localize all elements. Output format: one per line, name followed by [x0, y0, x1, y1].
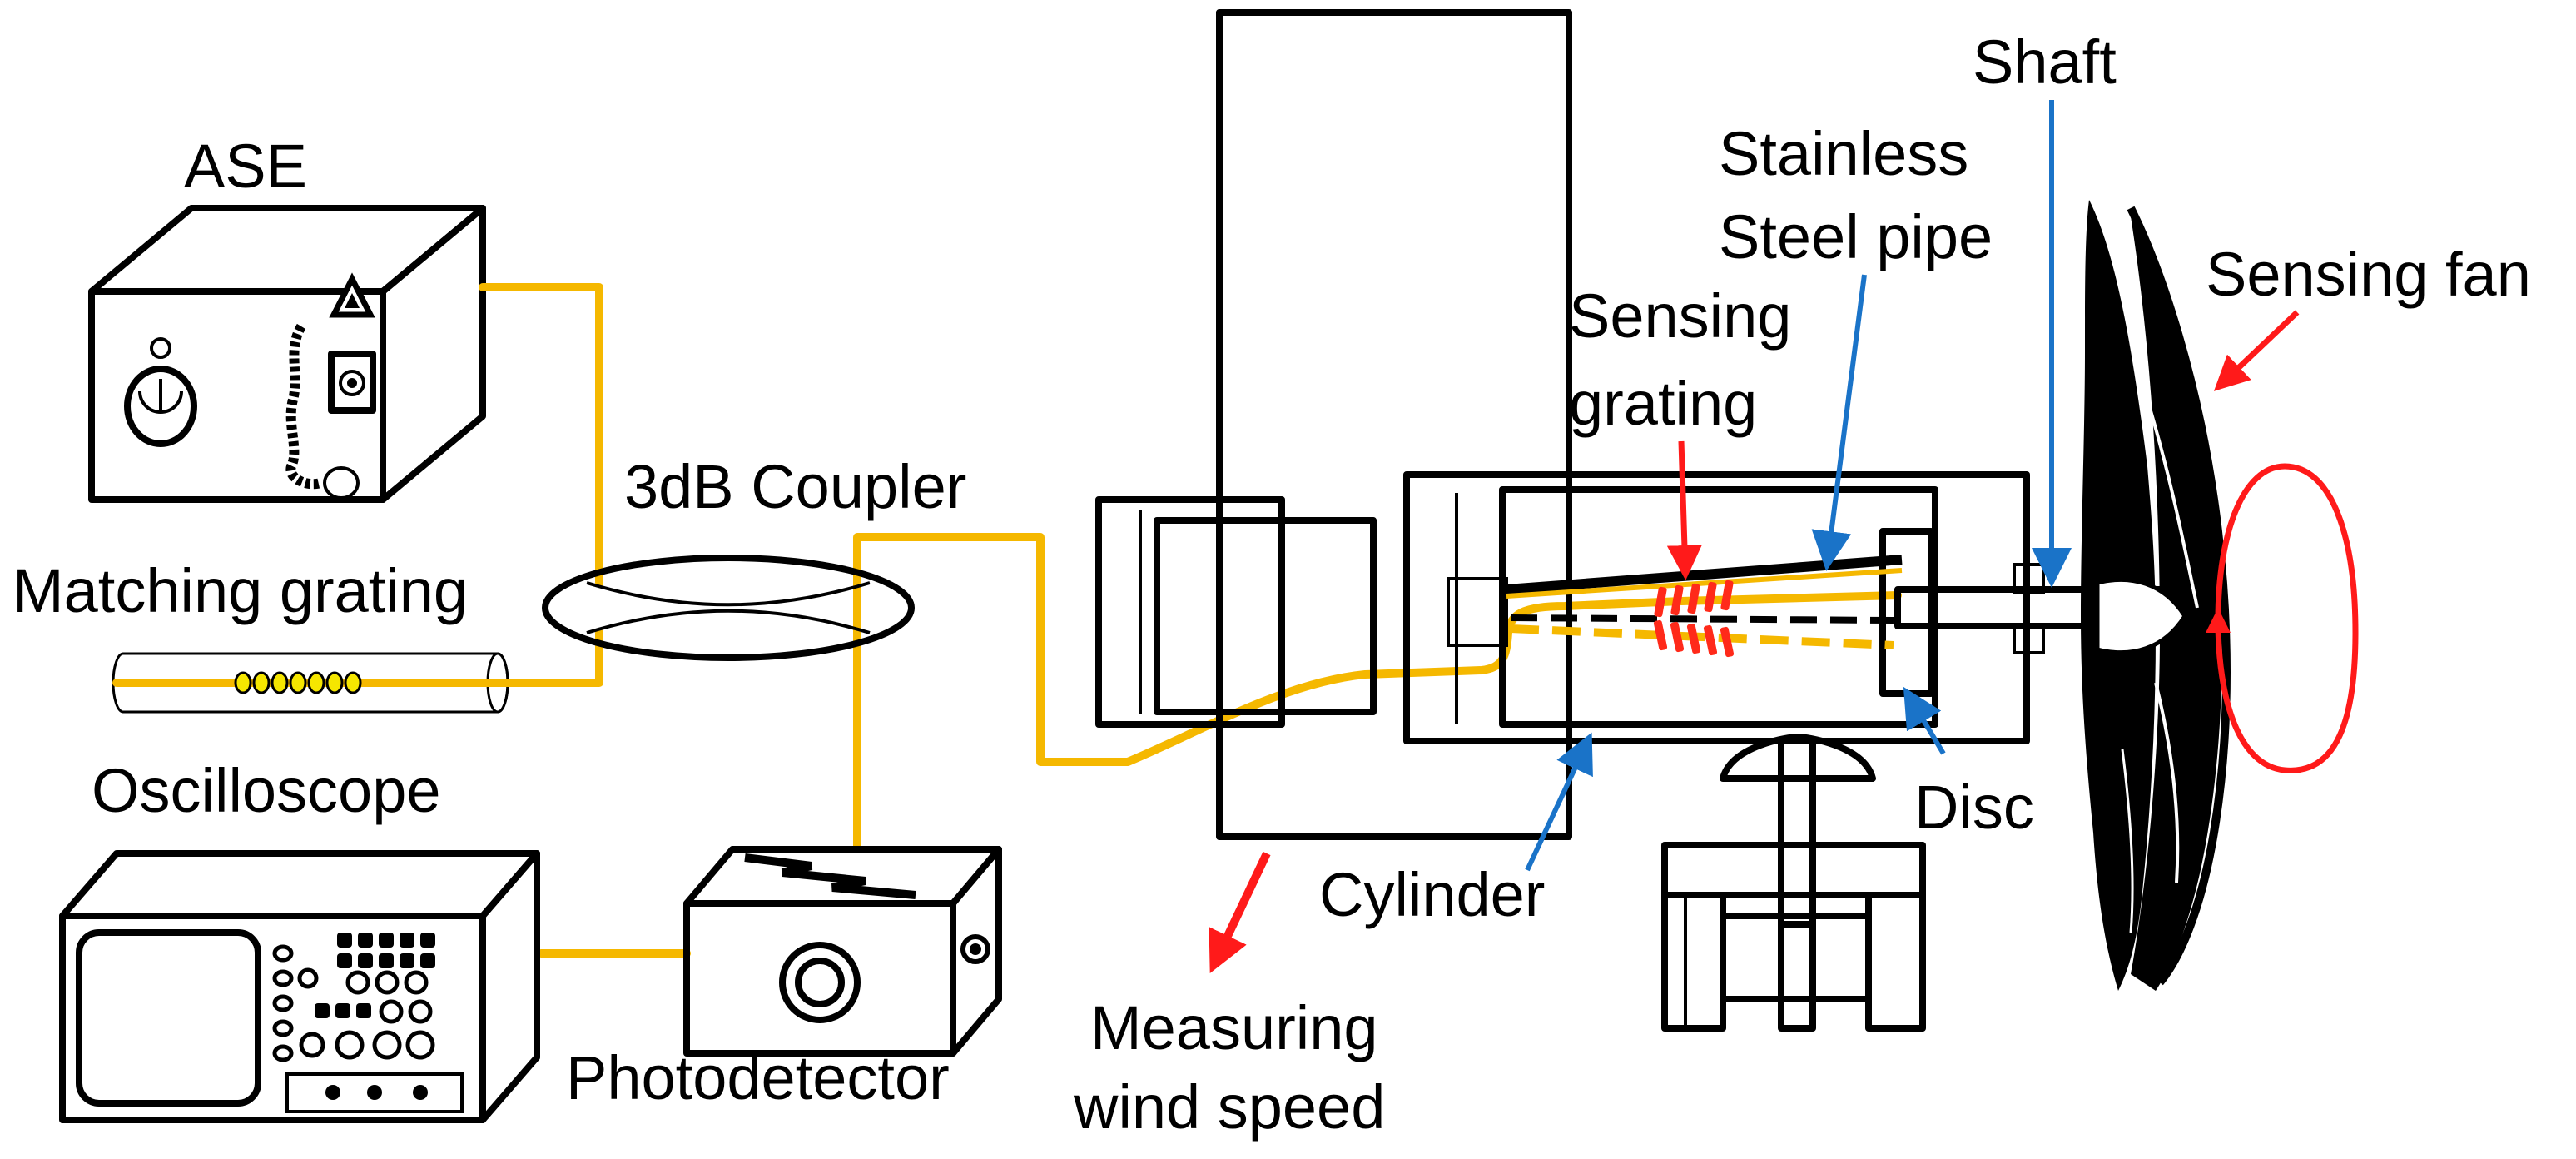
label-ase: ASE: [184, 132, 307, 201]
grating-pointer-arrow: [1666, 440, 1702, 580]
pointer-arrows: [1209, 100, 2300, 974]
label-steel-pipe: Steel pipe: [1719, 202, 1993, 271]
label-grating: grating: [1569, 369, 1757, 438]
label-coupler: 3dB Coupler: [624, 452, 966, 521]
ase-cable-coil: [285, 323, 322, 490]
label-sensing: Sensing: [1569, 281, 1791, 351]
label-stainless: Stainless: [1719, 119, 1968, 188]
ase-light-source: [88, 205, 486, 503]
mounting-frame: [1095, 9, 1572, 840]
fiber-ase-to-coupler: [479, 283, 603, 587]
photodetector: [683, 846, 1002, 1057]
cylinder-pointer-arrow: [1525, 732, 1593, 872]
label-sensing-fan: Sensing fan: [2206, 240, 2531, 309]
label-photodetector: Photodetector: [566, 1043, 950, 1112]
matching-grating-beads: [234, 671, 362, 694]
wind-direction-arrow: [1209, 851, 1271, 974]
pipe-pointer-arrow: [1811, 274, 1867, 571]
rotation-arrow-icon: [2206, 463, 2359, 773]
label-oscilloscope: Oscilloscope: [92, 756, 441, 825]
oscilloscope-button-grid: [315, 933, 435, 1018]
diagram-labels: ASE 3dB Coupler Matching grating Oscillo…: [12, 27, 2531, 1142]
cylinder-housing: [1403, 471, 2180, 744]
oscilloscope-screen: [76, 929, 261, 1107]
label-matching-grating: Matching grating: [12, 556, 468, 625]
label-measuring: Measuring: [1090, 993, 1378, 1062]
oscilloscope-bottom-panel: [285, 1072, 464, 1113]
photodetector-lens: [779, 942, 861, 1023]
label-cylinder: Cylinder: [1319, 860, 1545, 929]
matching-grating-tube: [112, 652, 509, 714]
frame-vertical-post: [1216, 9, 1572, 840]
fan-pointer-arrow: [2213, 310, 2300, 391]
frame-side-arm: [1095, 496, 1285, 728]
label-shaft: Shaft: [1973, 27, 2117, 97]
support-stand: [1661, 734, 1926, 1032]
sensing-fan: [2081, 200, 2231, 991]
label-wind-speed: wind speed: [1073, 1072, 1385, 1142]
oscilloscope-knobs: [272, 944, 435, 1062]
disc-pointer-arrow: [1903, 686, 1946, 755]
oscilloscope: [59, 850, 540, 1123]
fiber-coupler-to-sensor: [853, 533, 1902, 766]
coupler-3db: [542, 555, 915, 661]
ase-power-knob: [124, 366, 197, 447]
sensing-grating: [1653, 580, 1735, 658]
warning-triangle-icon: [329, 272, 375, 318]
ase-indicator-led: [150, 337, 171, 359]
fiber-grating-to-coupler: [495, 629, 603, 687]
optical-fibers: [479, 283, 1902, 958]
label-disc: Disc: [1914, 773, 2034, 842]
ase-output-port: [328, 351, 376, 414]
frame-opening: [1154, 517, 1377, 715]
